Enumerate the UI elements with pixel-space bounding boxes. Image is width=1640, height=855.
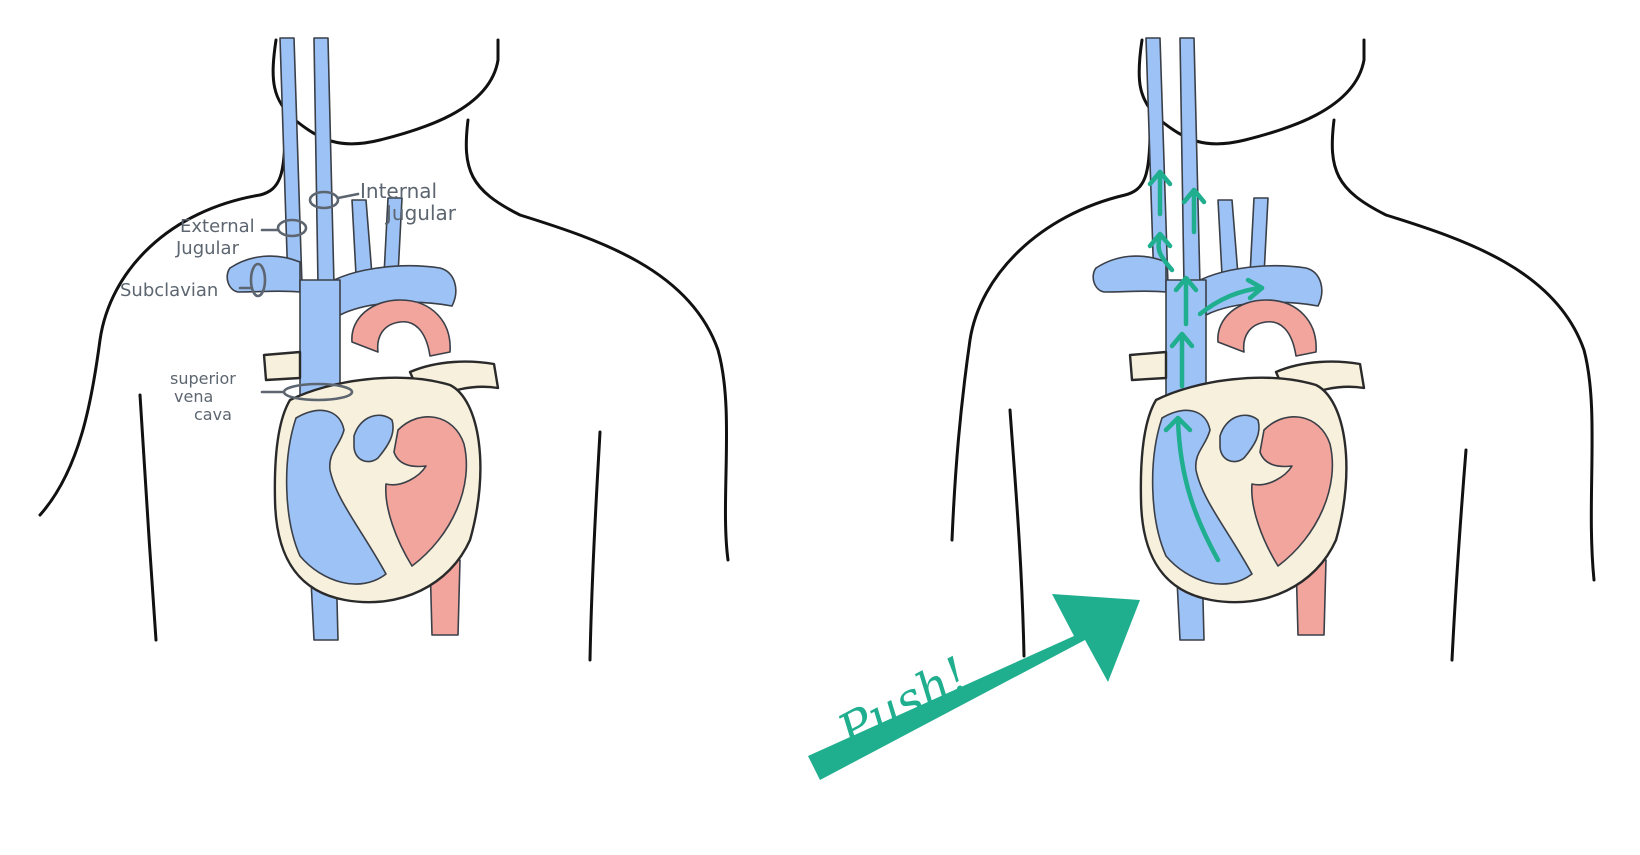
label-internal-jugular: Internal Jugular bbox=[360, 179, 457, 225]
label-external-jugular: External Jugular bbox=[175, 216, 260, 259]
label-subclavian: Subclavian bbox=[120, 280, 218, 301]
right-figure: Push! bbox=[808, 38, 1594, 780]
left-figure: Internal Jugular External Jugular Subcla… bbox=[40, 38, 728, 660]
label-superior-vena-cava: superior vena cava bbox=[170, 369, 241, 424]
left-heart-illustration bbox=[227, 38, 498, 640]
push-label: Push! bbox=[828, 646, 977, 761]
internal-jugular-leader bbox=[338, 194, 358, 198]
right-heart-illustration bbox=[1093, 38, 1364, 640]
